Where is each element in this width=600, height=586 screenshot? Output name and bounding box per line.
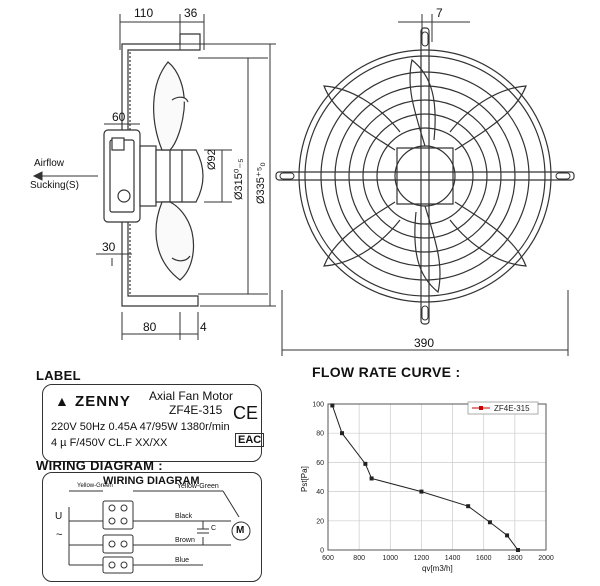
nameplate-label: ▲ ZENNY Axial Fan Motor ZF4E-315 CE 220V… (42, 384, 265, 462)
x-tick-label: 1200 (414, 555, 430, 562)
wiring-diagram-box: WIRING DIAGRAM (42, 472, 262, 582)
data-point (466, 504, 471, 509)
dim-7: 7 (436, 6, 443, 20)
brand-mark-icon: ▲ (55, 393, 70, 409)
dim-60: 60 (112, 110, 126, 124)
dim-110: 110 (134, 6, 154, 20)
y-tick-label: 40 (316, 489, 324, 496)
chart-xlabel: qv[m3/h] (422, 564, 453, 573)
brand-name: ZENNY (75, 393, 131, 410)
legend-marker (479, 406, 483, 410)
product-name: Axial Fan Motor (149, 389, 234, 403)
dim-4: 4 (200, 320, 207, 334)
eac-mark: EAC (235, 433, 265, 447)
data-point (363, 461, 368, 466)
supply-ac-label: ~ (56, 529, 63, 541)
data-point (369, 476, 374, 481)
spec-line-1: 220V 50Hz 0.45A 47/95W 1380r/min (51, 421, 230, 433)
label-section-title: LABEL (36, 368, 81, 383)
data-point (487, 520, 492, 525)
x-tick-label: 1000 (382, 555, 398, 562)
legend-box (467, 401, 539, 415)
legend-label: ZF4E-315 (494, 404, 530, 413)
sucking-label: Sucking(S) (30, 180, 79, 191)
data-point (505, 533, 510, 538)
x-tick-label: 600 (322, 555, 334, 562)
data-point (515, 548, 520, 552)
wire-yellow-green-left: Yellow-Green (77, 483, 113, 489)
wire-brown: Brown (175, 537, 195, 544)
y-tick-label: 0 (320, 548, 324, 555)
wiring-section-title: WIRING DIAGRAM : (36, 458, 163, 473)
x-tick-label: 1600 (476, 555, 492, 562)
motor-label: M (236, 525, 245, 536)
model-number: ZF4E-315 (169, 403, 223, 417)
x-tick-label: 800 (353, 555, 365, 562)
airflow-label: Airflow (34, 158, 65, 169)
technical-drawing (32, 14, 575, 356)
y-tick-label: 100 (312, 402, 324, 409)
wire-blue: Blue (175, 557, 190, 564)
brand-logo: ▲ ZENNY (55, 393, 131, 410)
capacitor-label: C (211, 525, 217, 532)
spec-line-2: 4 µ F/450V CL.F XX/XX (51, 437, 168, 449)
x-tick-label: 2000 (538, 555, 554, 562)
data-point (330, 403, 335, 408)
data-point (419, 489, 424, 494)
data-point (340, 431, 345, 436)
dim-80: 80 (143, 320, 157, 334)
wiring-box-title: WIRING DIAGRAM (103, 475, 200, 487)
x-tick-label: 1800 (507, 555, 523, 562)
y-tick-label: 60 (316, 460, 324, 467)
wire-yellow-green-right: Yellow-Green (177, 483, 219, 490)
y-tick-label: 20 (316, 518, 324, 525)
dim-36: 36 (184, 6, 198, 20)
wire-black: Black (175, 513, 193, 520)
series-line (331, 405, 519, 551)
x-tick-label: 1400 (445, 555, 461, 562)
supply-u-label: U (55, 511, 63, 522)
ce-mark: CE (233, 403, 259, 423)
chart-title: FLOW RATE CURVE : (312, 364, 461, 380)
dim-390: 390 (414, 336, 435, 350)
dim-30: 30 (102, 240, 116, 254)
y-tick-label: 80 (316, 431, 324, 438)
plot-frame (327, 403, 547, 551)
wiring-schematic (68, 490, 251, 574)
